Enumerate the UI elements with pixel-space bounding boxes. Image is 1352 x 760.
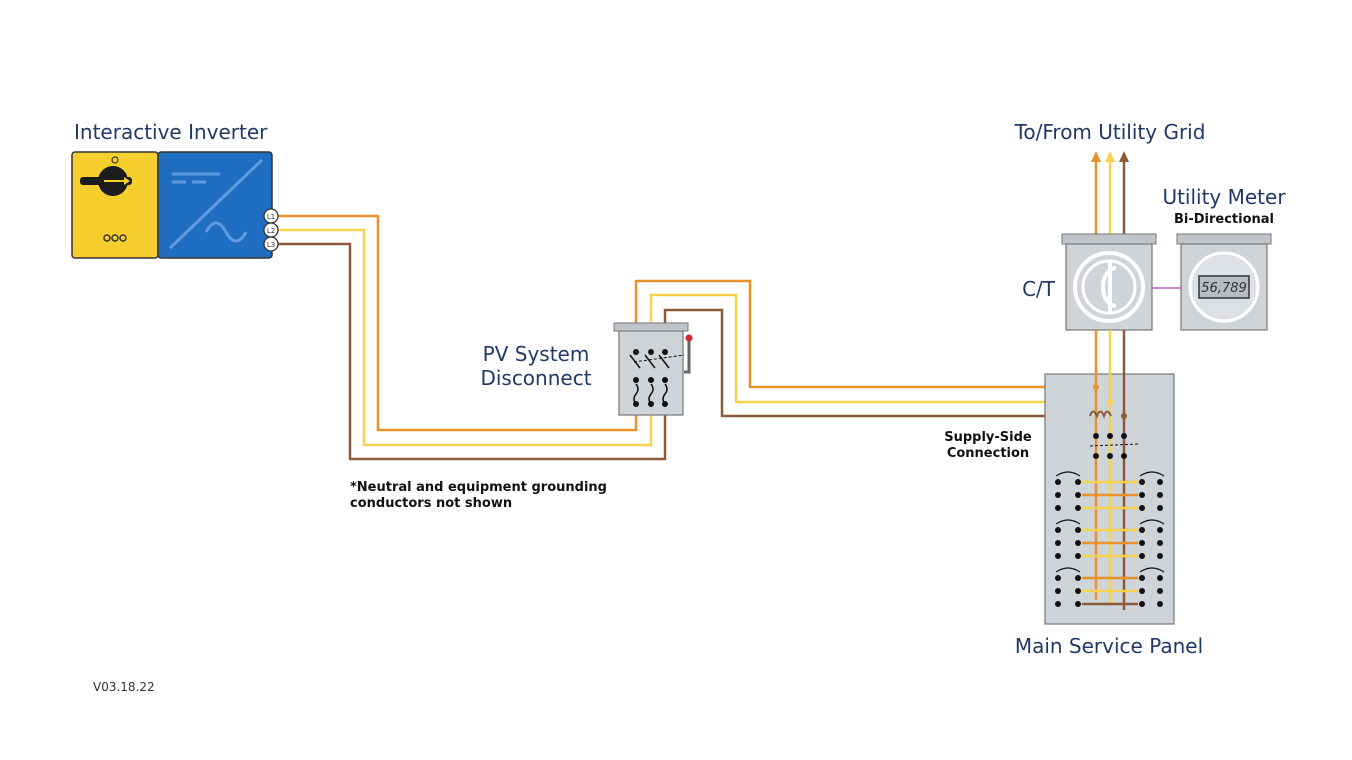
pv-disconnect: [613, 322, 693, 416]
panel-title: Main Service Panel: [1015, 634, 1203, 658]
terminal-l3-label: L3: [267, 241, 275, 249]
supply-side-line1: Supply-Side: [944, 430, 1032, 445]
meter-reading: 56,789: [1201, 281, 1247, 296]
disconnect-title-line2: Disconnect: [480, 366, 591, 390]
utility-meter: [1176, 233, 1272, 331]
terminal-l1-label: L1: [267, 213, 275, 221]
inverter-terminals: L1 L2 L3: [263, 208, 279, 252]
meter-title: Utility Meter: [1162, 185, 1286, 209]
version-label: V03.18.22: [93, 680, 155, 694]
note-line2: conductors not shown: [350, 496, 512, 511]
note-line1: *Neutral and equipment grounding: [350, 480, 607, 495]
inverter-title: Interactive Inverter: [74, 120, 268, 144]
grid-risers: [1091, 151, 1129, 236]
meter-subtitle: Bi-Directional: [1174, 212, 1274, 227]
terminal-l2-label: L2: [267, 227, 275, 235]
ct-title: C/T: [1022, 277, 1056, 301]
main-service-panel: [1044, 330, 1175, 625]
disconnect-title-line1: PV System: [483, 342, 590, 366]
inverter: [71, 151, 273, 259]
conductor-l2: [276, 228, 1110, 447]
grid-title: To/From Utility Grid: [1014, 120, 1206, 144]
supply-side-line2: Connection: [947, 446, 1029, 461]
current-transformer: [1061, 233, 1157, 331]
